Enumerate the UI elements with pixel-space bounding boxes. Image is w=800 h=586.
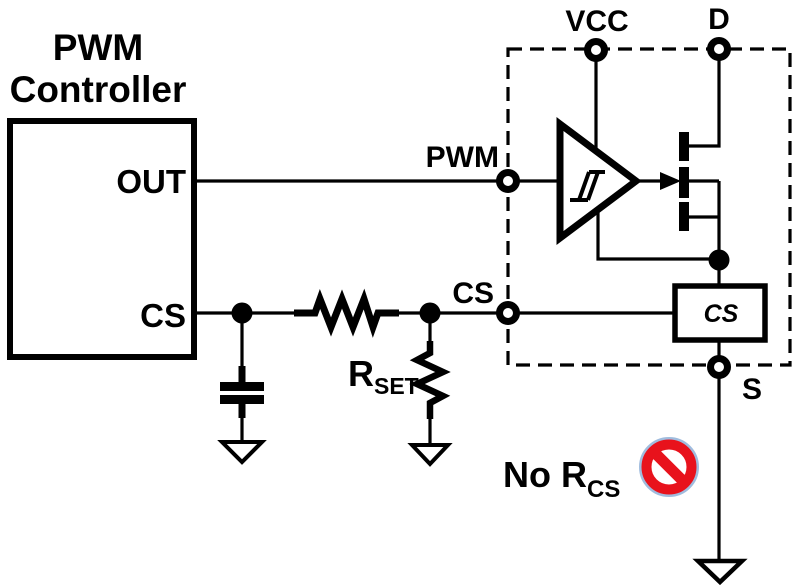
- ground-icon-cap: [217, 440, 267, 465]
- pwm-controller-box: [7, 118, 197, 360]
- pin-label-cs: CS: [140, 297, 186, 334]
- rset-label: RSET: [348, 353, 419, 399]
- terminal-cs: [496, 301, 520, 325]
- wire-drain: [687, 49, 721, 148]
- terminal-label-d: D: [708, 3, 730, 36]
- controller-title-line1: PWM: [53, 27, 143, 68]
- gate-arrow-icon: [660, 172, 681, 190]
- terminal-label-vcc: VCC: [565, 5, 628, 38]
- controller-title-line2: Controller: [10, 69, 187, 110]
- terminal-label-pwm: PWM: [426, 141, 499, 174]
- junction-dot-rset: [419, 302, 441, 324]
- rset-label-sub: SET: [374, 373, 419, 399]
- cs-sense-block: [672, 283, 768, 343]
- wire-driver-return: [596, 196, 719, 261]
- no-rcs-sub: CS: [587, 476, 620, 503]
- module-terminals: [496, 37, 731, 379]
- prohibition-slash: [648, 446, 690, 488]
- schmitt-trigger-driver-icon: [556, 117, 642, 245]
- terminal-label-cs: CS: [452, 277, 494, 310]
- terminal-d: [707, 37, 731, 61]
- ground-icon-rset: [407, 443, 453, 467]
- prohibition-icon: [639, 437, 699, 497]
- no-rcs-prefix: No R: [503, 454, 587, 495]
- terminal-label-s: S: [742, 373, 762, 406]
- capacitor-icon: [220, 366, 264, 442]
- junction-dot-source: [708, 249, 730, 271]
- prohibition-halo: [639, 437, 699, 497]
- no-rcs-label: No RCS: [503, 454, 620, 503]
- module-dashed-boundary: [506, 47, 792, 367]
- rset-resistor-icon: [409, 341, 451, 419]
- rset-label-main: R: [348, 353, 374, 394]
- terminal-pwm: [496, 169, 520, 193]
- terminal-s: [707, 355, 731, 379]
- ground-icon-source: [692, 558, 748, 586]
- terminal-vcc: [584, 38, 608, 62]
- junction-dot-cap: [231, 302, 253, 324]
- cs-block-label: CS: [704, 300, 739, 328]
- pin-label-out: OUT: [116, 163, 186, 200]
- hysteresis-symbol-icon: [570, 170, 605, 202]
- resistor-icon: [294, 288, 399, 338]
